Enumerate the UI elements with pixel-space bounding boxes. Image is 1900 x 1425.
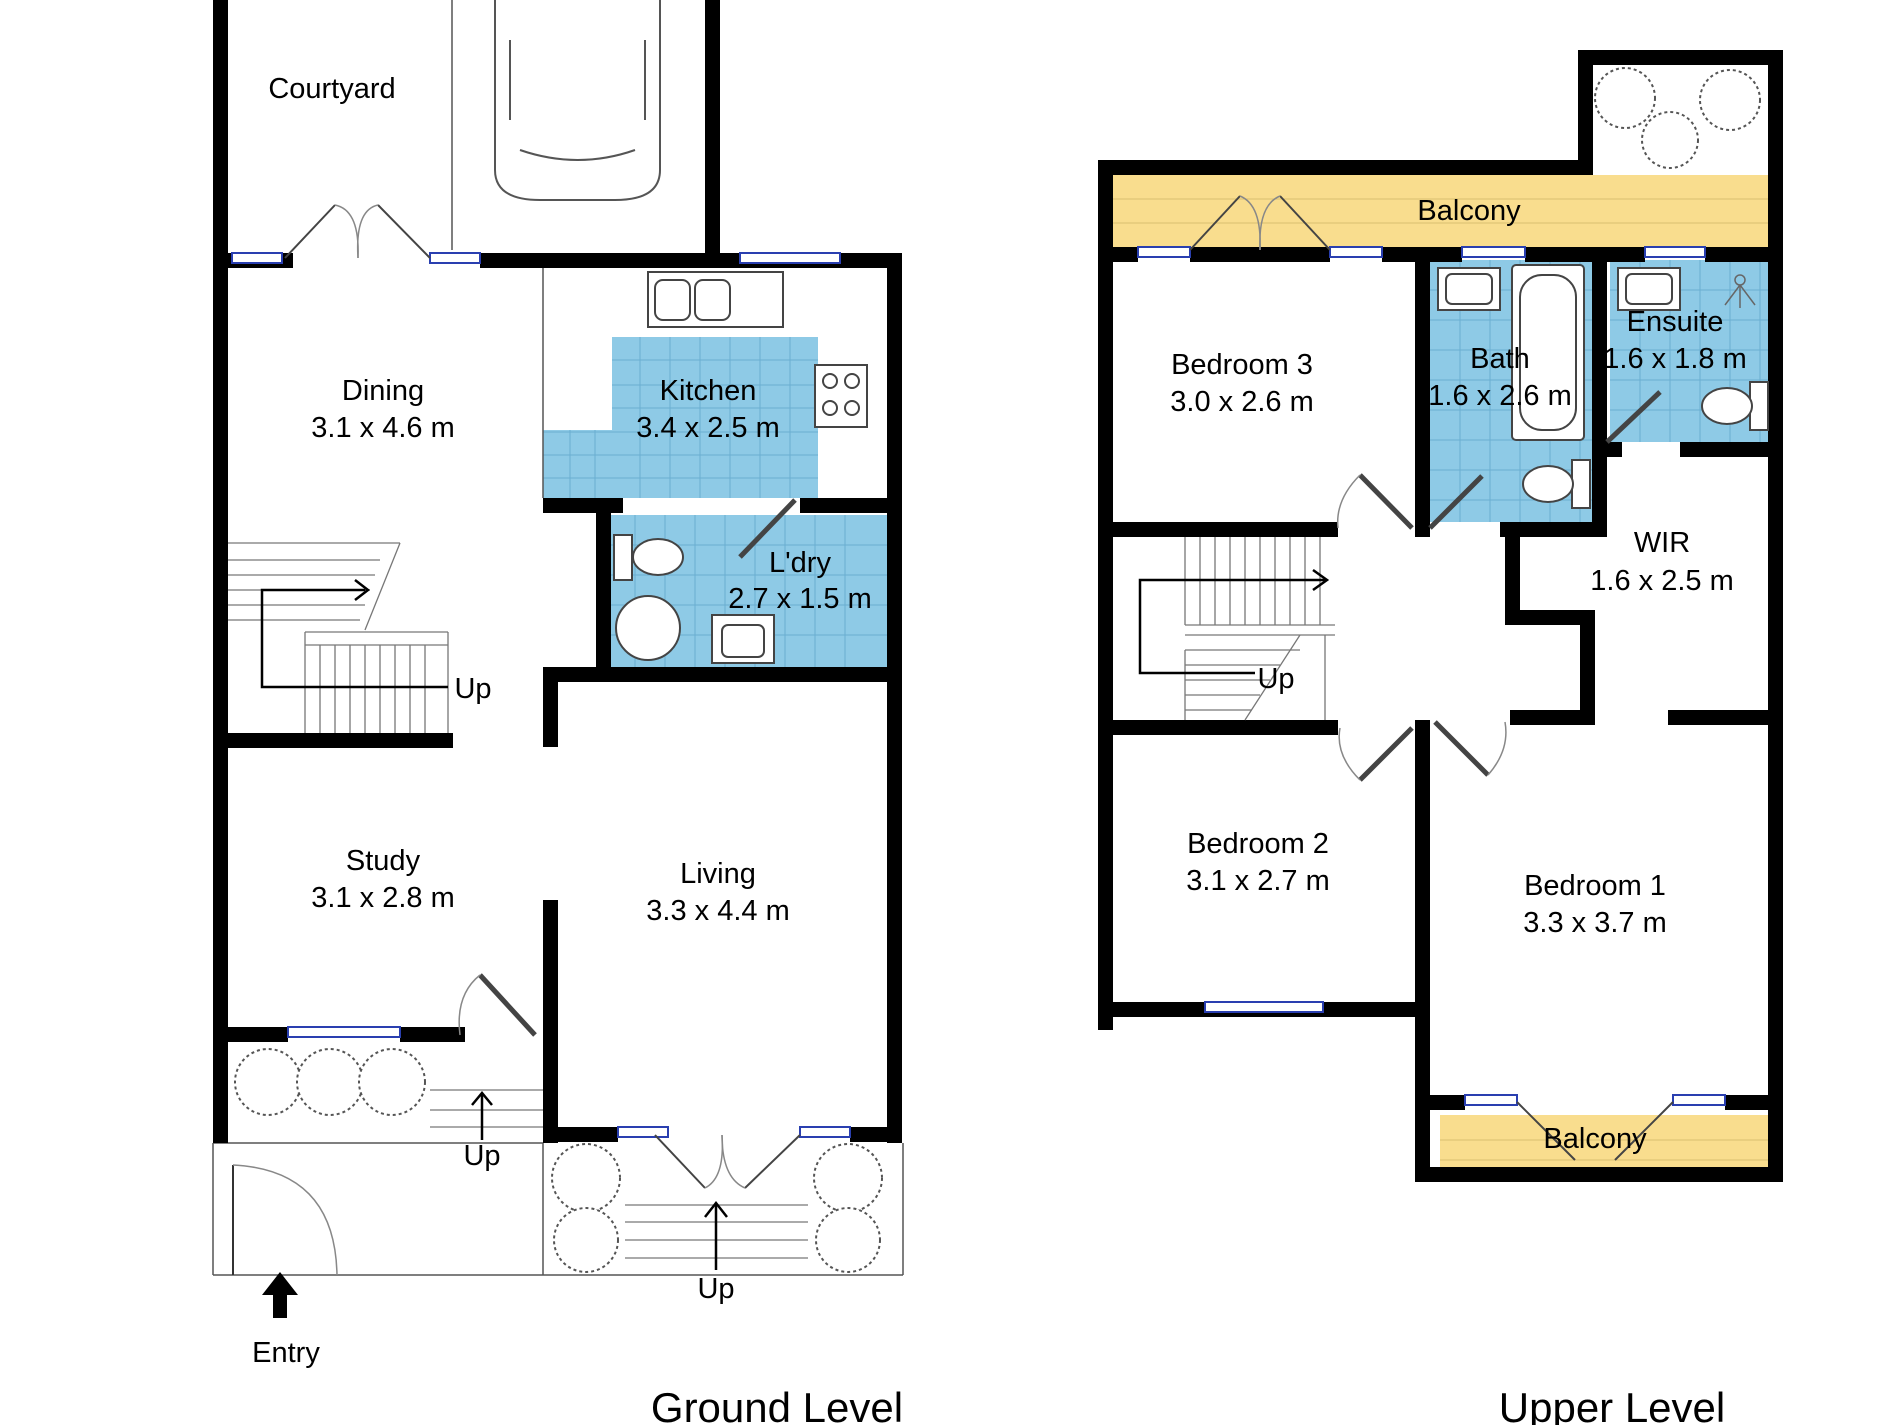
toilet-icon <box>613 534 684 581</box>
wir-name: WIR <box>1634 527 1690 559</box>
bedroom2-name: Bedroom 2 <box>1187 828 1329 860</box>
entry-label: Entry <box>252 1337 320 1369</box>
ensuite-size: 1.6 x 1.8 m <box>1603 343 1746 375</box>
ground-level-plan: Courtyard Dining 3.1 x 4.6 m Kitchen 3.4… <box>212 0 904 1425</box>
garden-bushes <box>234 1048 883 1273</box>
entry-arrow-icon <box>262 1272 298 1318</box>
bathtub-icon <box>1511 264 1585 441</box>
window <box>1204 1001 1324 1013</box>
dining-name: Dining <box>342 375 424 407</box>
bedroom1-size: 3.3 x 3.7 m <box>1523 907 1666 939</box>
bedroom3-size: 3.0 x 2.6 m <box>1170 386 1313 418</box>
study-size: 3.1 x 2.8 m <box>311 882 454 914</box>
wir-size: 1.6 x 2.5 m <box>1590 565 1733 597</box>
living-front-door <box>654 1134 801 1189</box>
window <box>1461 246 1526 258</box>
cooktop-icon <box>814 364 868 428</box>
window <box>1329 246 1383 258</box>
porch-steps <box>430 1089 543 1140</box>
living-name: Living <box>680 858 756 890</box>
shower-icon <box>1724 274 1756 308</box>
kitchen-size: 3.4 x 2.5 m <box>636 412 779 444</box>
ground-walls <box>213 0 902 1143</box>
upper-staircase <box>1138 537 1335 721</box>
laundry-door <box>738 498 797 559</box>
sink-icon <box>647 271 784 328</box>
courtyard-door <box>284 204 431 259</box>
bedroom3-name: Bedroom 3 <box>1171 349 1313 381</box>
front-steps <box>625 1200 808 1270</box>
window <box>1644 246 1706 258</box>
bottom-balcony-label: Balcony <box>1543 1123 1647 1155</box>
window <box>1672 1094 1726 1106</box>
ensuite-door <box>1605 390 1662 444</box>
bedroom1-name: Bedroom 1 <box>1524 870 1666 902</box>
courtyard-label: Courtyard <box>268 73 395 105</box>
study-name: Study <box>346 845 421 877</box>
study-door <box>478 973 537 1037</box>
ensuite-name: Ensuite <box>1627 306 1724 338</box>
top-balcony-floor <box>1113 175 1768 247</box>
laundry-tub-icon <box>711 614 775 664</box>
car-icon <box>494 0 661 201</box>
bath-name: Bath <box>1470 343 1530 375</box>
bedroom2-door <box>1338 726 1414 782</box>
upper-level-plan: Balcony Bedroom 3 3.0 x 2.6 m Bath 1.6 x… <box>1098 50 1783 1425</box>
balcony-tiles <box>1113 198 1768 1161</box>
toilet-icon <box>1522 381 1769 509</box>
laundry-size: 2.7 x 1.5 m <box>728 583 871 615</box>
bedroom1-door <box>1433 720 1507 777</box>
window <box>617 1126 669 1138</box>
living-size: 3.3 x 4.4 m <box>646 895 789 927</box>
balcony-door <box>1189 195 1331 251</box>
window <box>739 252 841 264</box>
window <box>287 1026 401 1038</box>
upper-walls <box>1098 50 1783 1182</box>
ground-staircase <box>228 542 449 733</box>
basin-icon <box>1437 267 1681 311</box>
window <box>429 252 481 264</box>
ground-level-title: Ground Level <box>651 1384 903 1425</box>
upper-stair-up-label: Up <box>1257 663 1294 695</box>
window <box>1464 1094 1518 1106</box>
bedroom3-door <box>1358 473 1414 530</box>
kitchen-floor <box>543 337 818 498</box>
stair-up-label: Up <box>454 673 491 705</box>
bath-door <box>1428 474 1484 530</box>
bedroom2-size: 3.1 x 2.7 m <box>1186 865 1329 897</box>
porch-up-label: Up <box>463 1140 500 1172</box>
washer-icon <box>615 595 681 661</box>
kitchen-tiles <box>543 337 818 498</box>
kitchen-name: Kitchen <box>660 375 757 407</box>
front-up-label: Up <box>697 1273 734 1305</box>
entry-gate <box>232 1164 338 1276</box>
bedroom1-balcony-door <box>1516 1101 1674 1161</box>
bottom-balcony-floor <box>1440 1115 1768 1177</box>
top-balcony-label: Balcony <box>1417 195 1521 227</box>
upper-planter <box>1594 67 1761 169</box>
window <box>231 252 283 264</box>
bath-size: 1.6 x 2.6 m <box>1428 380 1571 412</box>
window <box>1137 246 1191 258</box>
laundry-name: L'dry <box>769 547 831 579</box>
dining-size: 3.1 x 4.6 m <box>311 412 454 444</box>
window <box>799 1126 851 1138</box>
upper-level-title: Upper Level <box>1499 1384 1725 1425</box>
